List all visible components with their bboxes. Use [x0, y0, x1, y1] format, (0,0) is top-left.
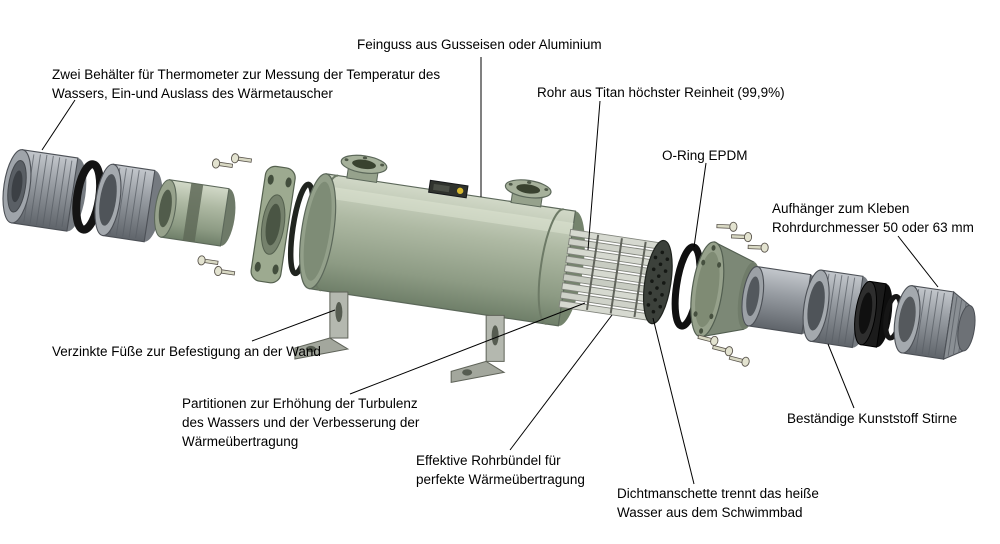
baffle-partitions: [585, 234, 647, 318]
tail-adapter-left: [154, 179, 236, 247]
union-nut-left: [2, 149, 87, 232]
label-o-ring: O-Ring EPDM: [662, 148, 748, 163]
seal-disc: [642, 239, 673, 325]
label-titanium-tube: Rohr aus Titan höchster Reinheit (99,9%): [537, 85, 785, 100]
label-hanger: Aufhänger zum Kleben Rohrdurchmesser 50 …: [772, 201, 974, 235]
leader-bundle: [509, 314, 613, 451]
main-body-casting: [299, 151, 585, 327]
leader-thermometer: [41, 99, 76, 151]
leader-titanium: [587, 100, 601, 251]
union-nut-right: [893, 285, 976, 361]
label-feet: Verzinkte Füße zur Befestigung an der Wa…: [52, 344, 321, 359]
nameplate: [428, 179, 469, 199]
leader-partitions: [349, 302, 586, 395]
flange-plate-left: [250, 165, 296, 284]
label-seal: Dichtmanschette trennt das heiße Wasser …: [617, 486, 819, 520]
leader-hanger: [897, 235, 939, 288]
leader-plastic: [827, 343, 855, 409]
union-ring-left: [94, 163, 163, 243]
label-plastic-front: Beständige Kunststoff Stirne: [787, 411, 958, 426]
leader-o-ring: [693, 162, 707, 248]
tube-bundle: [558, 228, 661, 321]
leader-seal: [652, 317, 695, 485]
label-partitions: Partitionen zur Erhöhung der Turbulenz d…: [182, 396, 420, 449]
label-casting: Feinguss aus Gusseisen oder Aluminium: [357, 37, 602, 52]
label-tube-bundle: Effektive Rohrbündel für perfekte Wärmeü…: [416, 453, 585, 487]
mounting-foot-right: [450, 314, 505, 383]
label-thermometer-ports: Zwei Behälter für Thermometer zur Messun…: [52, 67, 441, 101]
end-cap-right: [690, 241, 760, 338]
leader-feet: [251, 309, 336, 342]
leader-lines: [41, 57, 939, 485]
